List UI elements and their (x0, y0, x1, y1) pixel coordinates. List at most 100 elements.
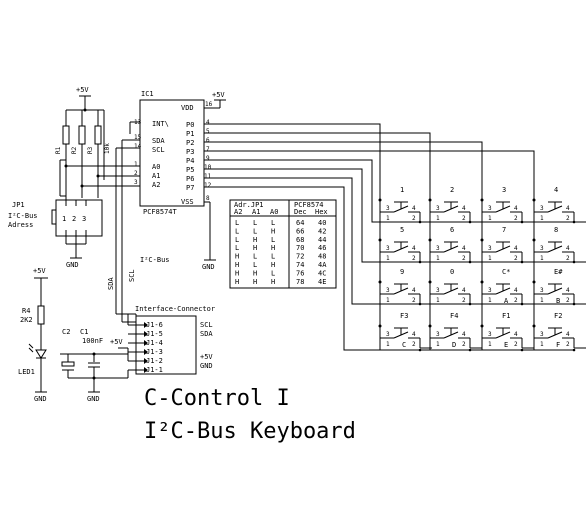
table-cell: 70 (296, 244, 304, 252)
switch-pin-label: 2 (514, 341, 518, 348)
key-label: 3 (502, 186, 506, 194)
table-cell: H (253, 278, 257, 286)
switch-pin-label: 1 (488, 341, 492, 348)
keypad-matrix: 3142131422314233142431425314263142731428… (378, 186, 586, 352)
ic-pin-num-3: 3 (134, 179, 138, 186)
table-sub-a2: A2 (234, 208, 242, 216)
switch-pin-label: 2 (412, 297, 416, 304)
switch-pin-label: 3 (540, 205, 544, 212)
table-cell: H (253, 244, 257, 252)
table-cell: 4E (318, 278, 326, 286)
table-cell: L (253, 219, 257, 227)
table-cell: L (235, 236, 239, 244)
switch-pin-label: 2 (566, 215, 570, 222)
ic-pin-num-5: 5 (206, 128, 210, 135)
switch-pin-label: 3 (436, 205, 440, 212)
vcc-label-top: +5V (76, 86, 89, 94)
table-cell: H (271, 244, 275, 252)
switch-pin-label: 1 (436, 297, 440, 304)
resistor-r3 (94, 125, 102, 145)
ic-pin-a1: A1 (152, 172, 160, 180)
table-cell: L (235, 244, 239, 252)
switch-pin-label: 1 (488, 215, 492, 222)
vcc-label-connector: +5V (110, 338, 123, 346)
connector-pin-j1-1: J1-1 (146, 366, 163, 374)
table-cell: L (253, 261, 257, 269)
ic-pin-p1: P1 (186, 130, 194, 138)
gnd-label-led: GND (34, 395, 47, 403)
ic-pin-num-16: 16 (205, 101, 213, 108)
connector-label-gnd: GND (200, 362, 213, 370)
table-cell: 4A (318, 261, 327, 269)
switch-pin-label: 3 (386, 245, 390, 252)
table-cell: H (235, 269, 239, 277)
jumper-pin-1: 1 (62, 215, 66, 223)
switch-pin-label: 2 (462, 297, 466, 304)
resistor-r4 (37, 305, 45, 325)
bus-scl-label: SCL (128, 269, 136, 282)
switch-pin-label: 3 (488, 205, 492, 212)
switch-pin-label: 4 (514, 205, 518, 212)
connector-pin-j1-6: J1-6 (146, 321, 163, 329)
switch-pin-label: 3 (540, 287, 544, 294)
connector-pin-j1-4: J1-4 (146, 339, 163, 347)
connector-label-vcc: +5V (200, 353, 213, 361)
ic-pin-num-11: 11 (204, 173, 212, 180)
jumper-label-line1: I²C-Bus (8, 212, 38, 220)
ic-pin-int: INT\ (152, 120, 169, 128)
cap-c1-label: C1 (80, 328, 88, 336)
ic-pin-num-8: 8 (206, 195, 210, 202)
switch-pin-label: 2 (412, 255, 416, 262)
switch-pin-label: 4 (514, 245, 518, 252)
ic-pin-vss: VSS (181, 198, 194, 206)
switch-pin-label: 3 (488, 287, 492, 294)
key-sublabel: B (556, 297, 560, 305)
ic-part-label: PCF8574T (143, 208, 178, 216)
switch-pin-label: 4 (462, 331, 466, 338)
key-label: 8 (554, 226, 558, 234)
switch-pin-label: 4 (514, 331, 518, 338)
ic-pin-p3: P3 (186, 148, 194, 156)
switch-pin-label: 3 (386, 287, 390, 294)
resistor-r2 (78, 125, 86, 145)
switch-pin-label: 2 (412, 341, 416, 348)
table-cell: 64 (296, 219, 304, 227)
ic-pin-p7: P7 (186, 184, 194, 192)
key-label: E# (554, 268, 563, 276)
switch-pin-label: 4 (462, 205, 466, 212)
switch-pin-label: 4 (412, 331, 416, 338)
switch-pin-label: 4 (566, 205, 570, 212)
switch-pin-label: 4 (566, 245, 570, 252)
table-sub-dec: Dec (294, 208, 307, 216)
table-sub-a1: A1 (252, 208, 260, 216)
capacitor-c2 (61, 361, 75, 367)
table-cell: 48 (318, 253, 326, 261)
resistor-r4-label: R4 (22, 307, 30, 315)
switch-pin-label: 3 (436, 287, 440, 294)
jumper-pin-2: 2 (72, 215, 76, 223)
key-sublabel: D (452, 341, 456, 349)
switch-pin-label: 1 (540, 297, 544, 304)
connector-label-sda: SDA (200, 330, 213, 338)
switch-pin-label: 4 (514, 287, 518, 294)
key-sublabel: F (556, 341, 560, 349)
ic-pin-a2: A2 (152, 181, 160, 189)
switch-pin-label: 4 (566, 331, 570, 338)
ic-pin-num-1: 1 (134, 161, 138, 168)
resistor-r4-value: 2K2 (20, 316, 33, 324)
key-label: F4 (450, 312, 458, 320)
resistor-r2-label: R2 (71, 146, 78, 154)
switch-pin-label: 2 (514, 255, 518, 262)
key-label: C* (502, 268, 510, 276)
resistor-r1-label: R1 (55, 146, 62, 154)
ic-pin-num-9: 9 (206, 155, 210, 162)
key-label: 7 (502, 226, 506, 234)
table-cell: 74 (296, 261, 304, 269)
ic-pcf8574t (139, 99, 205, 207)
